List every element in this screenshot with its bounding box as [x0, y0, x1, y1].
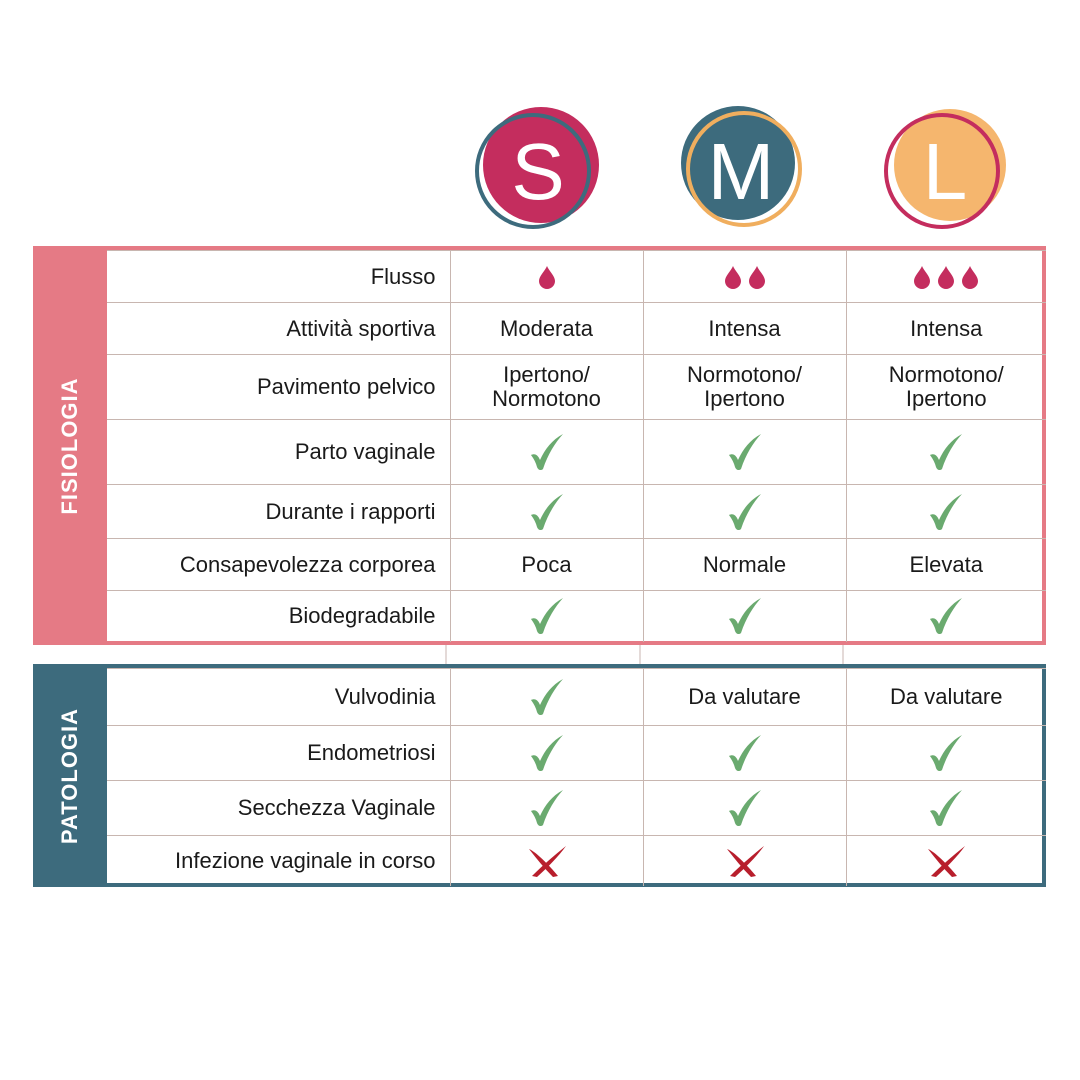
check-icon — [728, 434, 761, 471]
check-cell — [449, 484, 644, 539]
row-label: Secchezza Vaginale — [107, 780, 451, 836]
check-cell — [845, 419, 1046, 485]
cross-icon — [528, 845, 566, 877]
cross-icon — [928, 845, 966, 877]
check-cell — [845, 590, 1046, 642]
check-cell — [449, 668, 644, 726]
cross-cell — [449, 835, 644, 886]
check-icon — [728, 790, 761, 827]
value-cell: Da valutare — [845, 668, 1046, 726]
drop-icon — [914, 266, 931, 290]
cross-cell — [845, 835, 1046, 886]
row-label: Vulvodinia — [107, 668, 451, 726]
flow-cell — [449, 250, 644, 303]
badge-circle-m — [681, 106, 802, 227]
table-row: Durante i rapporti — [107, 484, 1046, 539]
drop-icon — [748, 266, 765, 290]
badge-letter-m: M — [707, 127, 775, 216]
check-icon — [530, 679, 563, 716]
check-cell — [845, 725, 1046, 781]
check-cell — [642, 484, 847, 539]
check-cell — [845, 780, 1046, 836]
row-label: Consapevolezza corporea — [107, 538, 451, 591]
row-label: Biodegradabile — [107, 590, 451, 642]
value-cell: Intensa — [642, 302, 847, 355]
value-cell: Intensa — [845, 302, 1046, 355]
table-row: Parto vaginale — [107, 419, 1046, 485]
row-label: Infezione vaginale in corso — [107, 835, 451, 886]
check-icon — [530, 790, 563, 827]
row-label: Parto vaginale — [107, 419, 451, 485]
size-badge-m: M — [676, 105, 806, 235]
value-cell: Normotono/ Ipertono — [845, 354, 1046, 420]
check-icon — [930, 598, 963, 635]
flow-cell — [845, 250, 1046, 303]
check-cell — [642, 725, 847, 781]
value-cell: Moderata — [449, 302, 644, 355]
check-cell — [642, 419, 847, 485]
value-cell: Elevata — [845, 538, 1046, 591]
row-label: Pavimento pelvico — [107, 354, 451, 420]
check-icon — [728, 493, 761, 530]
check-icon — [530, 434, 563, 471]
fisiologia-title: FISIOLOGIA — [57, 376, 82, 515]
check-cell — [449, 590, 644, 642]
table-row: Secchezza Vaginale — [107, 780, 1046, 836]
drop-icon — [538, 266, 555, 290]
badge-letter-s: S — [511, 127, 565, 216]
value-cell: Normotono/ Ipertono — [642, 354, 847, 420]
check-cell — [642, 590, 847, 642]
drop-icon — [962, 266, 979, 290]
check-icon — [930, 790, 963, 827]
check-icon — [930, 735, 963, 772]
patologia-title: PATOLOGIA — [57, 707, 82, 844]
table-row: Endometriosi — [107, 725, 1046, 781]
badge-circle-s — [475, 107, 599, 229]
check-icon — [930, 493, 963, 530]
row-label: Attività sportiva — [107, 302, 451, 355]
table-row: Infezione vaginale in corso — [107, 835, 1046, 886]
row-label: Flusso — [107, 250, 451, 303]
badge-letter-l: L — [922, 127, 968, 216]
row-label: Durante i rapporti — [107, 484, 451, 539]
table-row: Biodegradabile — [107, 590, 1046, 642]
value-cell: Da valutare — [642, 668, 847, 726]
value-cell: Poca — [449, 538, 644, 591]
check-cell — [642, 780, 847, 836]
table-row: Flusso — [107, 250, 1046, 303]
drop-icon — [724, 266, 741, 290]
check-cell — [449, 725, 644, 781]
size-badge-l: L — [880, 105, 1010, 235]
check-cell — [449, 780, 644, 836]
check-icon — [930, 434, 963, 471]
flow-cell — [642, 250, 847, 303]
check-cell — [845, 484, 1046, 539]
row-label: Endometriosi — [107, 725, 451, 781]
check-icon — [728, 598, 761, 635]
drop-icon — [938, 266, 955, 290]
cross-cell — [642, 835, 847, 886]
check-icon — [530, 735, 563, 772]
cross-icon — [726, 845, 764, 877]
check-icon — [530, 598, 563, 635]
check-cell — [449, 419, 644, 485]
badge-circle-l — [884, 109, 1006, 229]
value-cell: Ipertono/ Normotono — [449, 354, 644, 420]
size-badge-s: S — [473, 105, 603, 235]
patologia-sidebar: PATOLOGIA — [33, 664, 107, 887]
value-cell: Normale — [642, 538, 847, 591]
check-icon — [530, 493, 563, 530]
fisiologia-sidebar: FISIOLOGIA — [33, 246, 107, 645]
check-icon — [728, 735, 761, 772]
